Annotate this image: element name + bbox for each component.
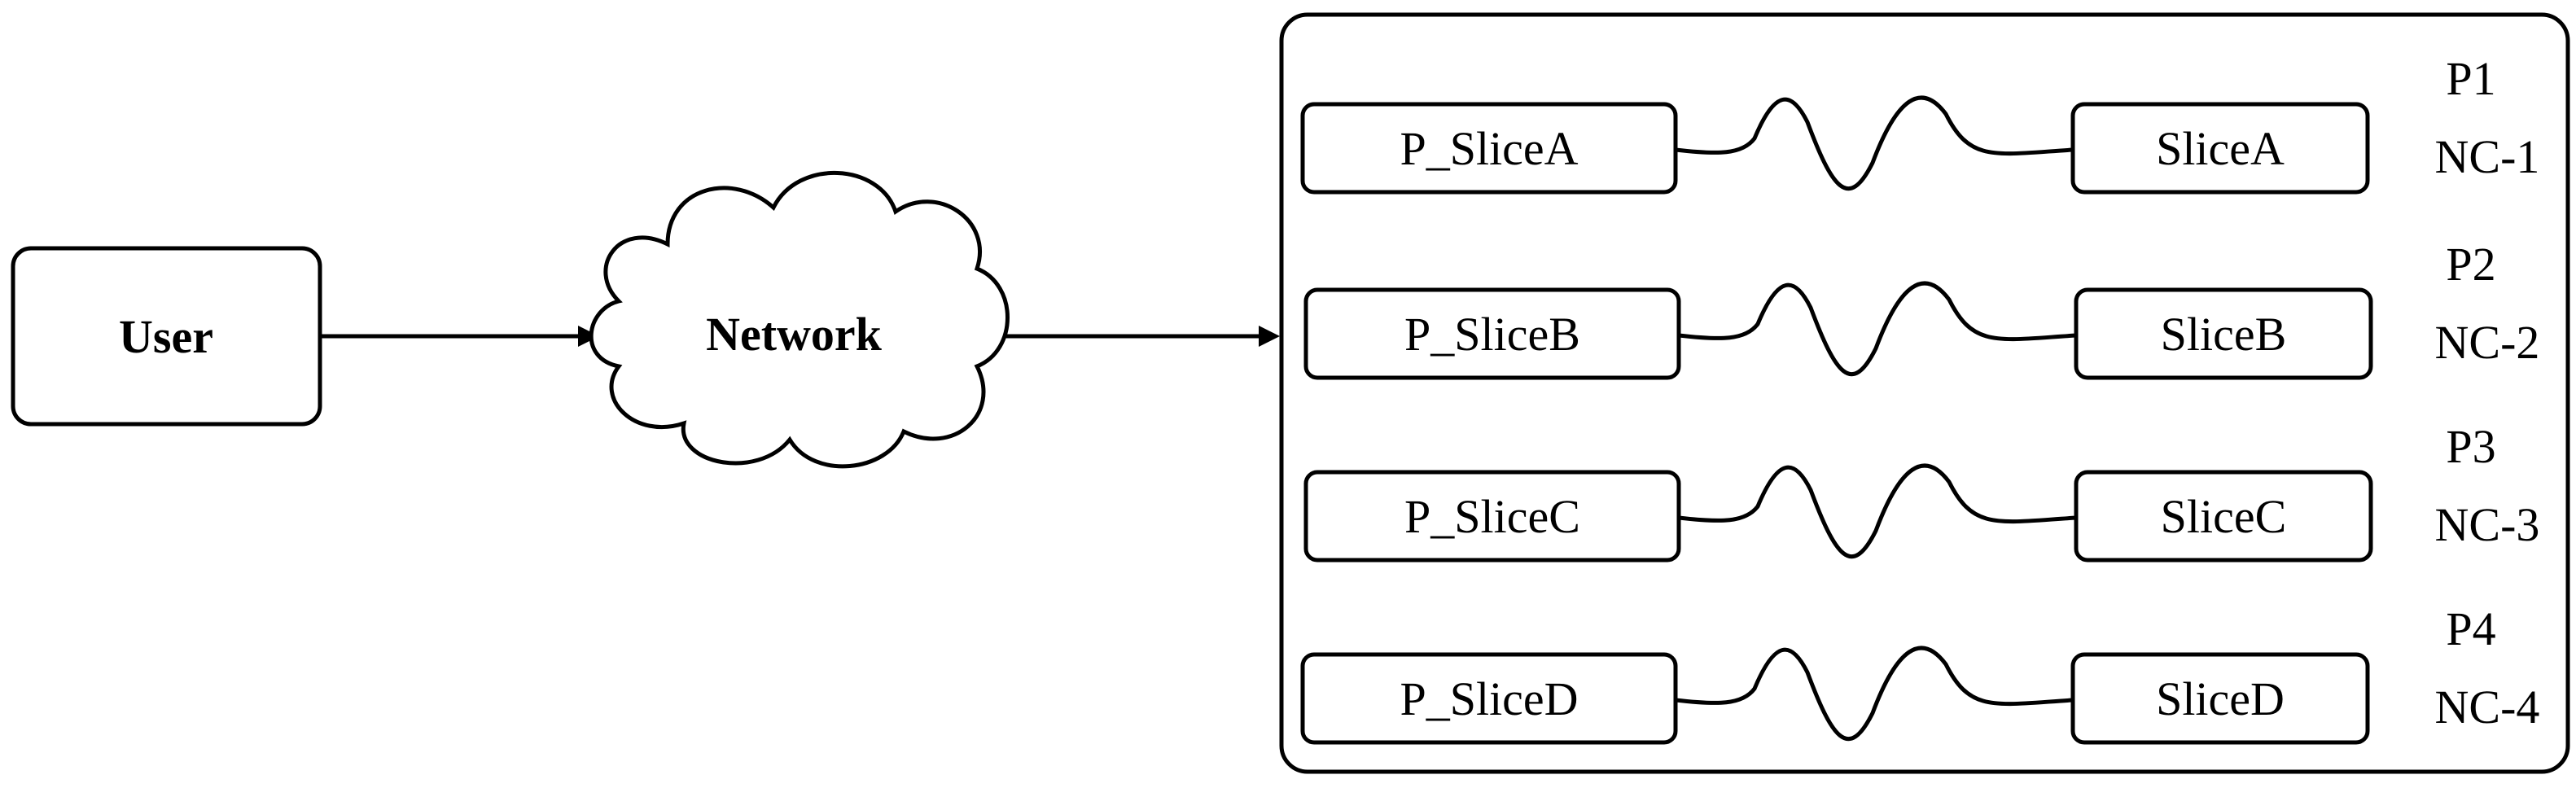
user-node: User (11, 246, 322, 427)
slice-row-d: P_SliceD SliceD P4 NC-4 (1300, 602, 2540, 745)
p-slice-d-label: P_SliceD (1400, 672, 1578, 725)
arrowhead-user-network (578, 326, 599, 347)
priority-1: P1 (2446, 52, 2495, 105)
p-slice-b-label: P_SliceB (1404, 308, 1580, 361)
slice-d-box (2070, 652, 2370, 745)
slice-row-c: P_SliceC SliceC P3 NC-3 (1303, 420, 2540, 563)
network-label: Network (706, 308, 883, 361)
user-label: User (119, 310, 213, 363)
nc-2: NC-2 (2435, 316, 2540, 369)
p-slice-a-box (1300, 102, 1678, 195)
wave-a (1675, 95, 2074, 191)
slice-d-label: SliceD (2156, 672, 2285, 725)
slice-a-label: SliceA (2156, 122, 2285, 175)
nc-1: NC-1 (2435, 130, 2540, 183)
p-slice-c-label: P_SliceC (1404, 490, 1580, 543)
slice-a-box (2070, 102, 2370, 195)
arrowhead-network-container (1259, 326, 1280, 347)
slice-b-box (2074, 287, 2373, 380)
wave-c (1678, 463, 2077, 559)
p-slice-c-box (1303, 470, 1681, 563)
p-slice-b-box (1303, 287, 1681, 380)
priority-4: P4 (2446, 602, 2495, 655)
slice-b-label: SliceB (2161, 308, 2287, 361)
wave-b (1678, 281, 2077, 377)
nc-3: NC-3 (2435, 498, 2540, 551)
priority-2: P2 (2446, 238, 2495, 291)
slice-container (1279, 12, 2570, 774)
p-slice-a-label: P_SliceA (1400, 122, 1578, 175)
slice-c-box (2074, 470, 2373, 563)
network-cloud: Network (589, 171, 1010, 469)
slice-c-label: SliceC (2161, 490, 2287, 543)
p-slice-d-box (1300, 652, 1678, 745)
slice-row-a: P_SliceA SliceA P1 NC-1 (1300, 52, 2540, 195)
nc-4: NC-4 (2435, 681, 2540, 733)
priority-3: P3 (2446, 420, 2495, 473)
wave-d (1675, 646, 2074, 742)
slice-row-b: P_SliceB SliceB P2 NC-2 (1303, 238, 2540, 380)
